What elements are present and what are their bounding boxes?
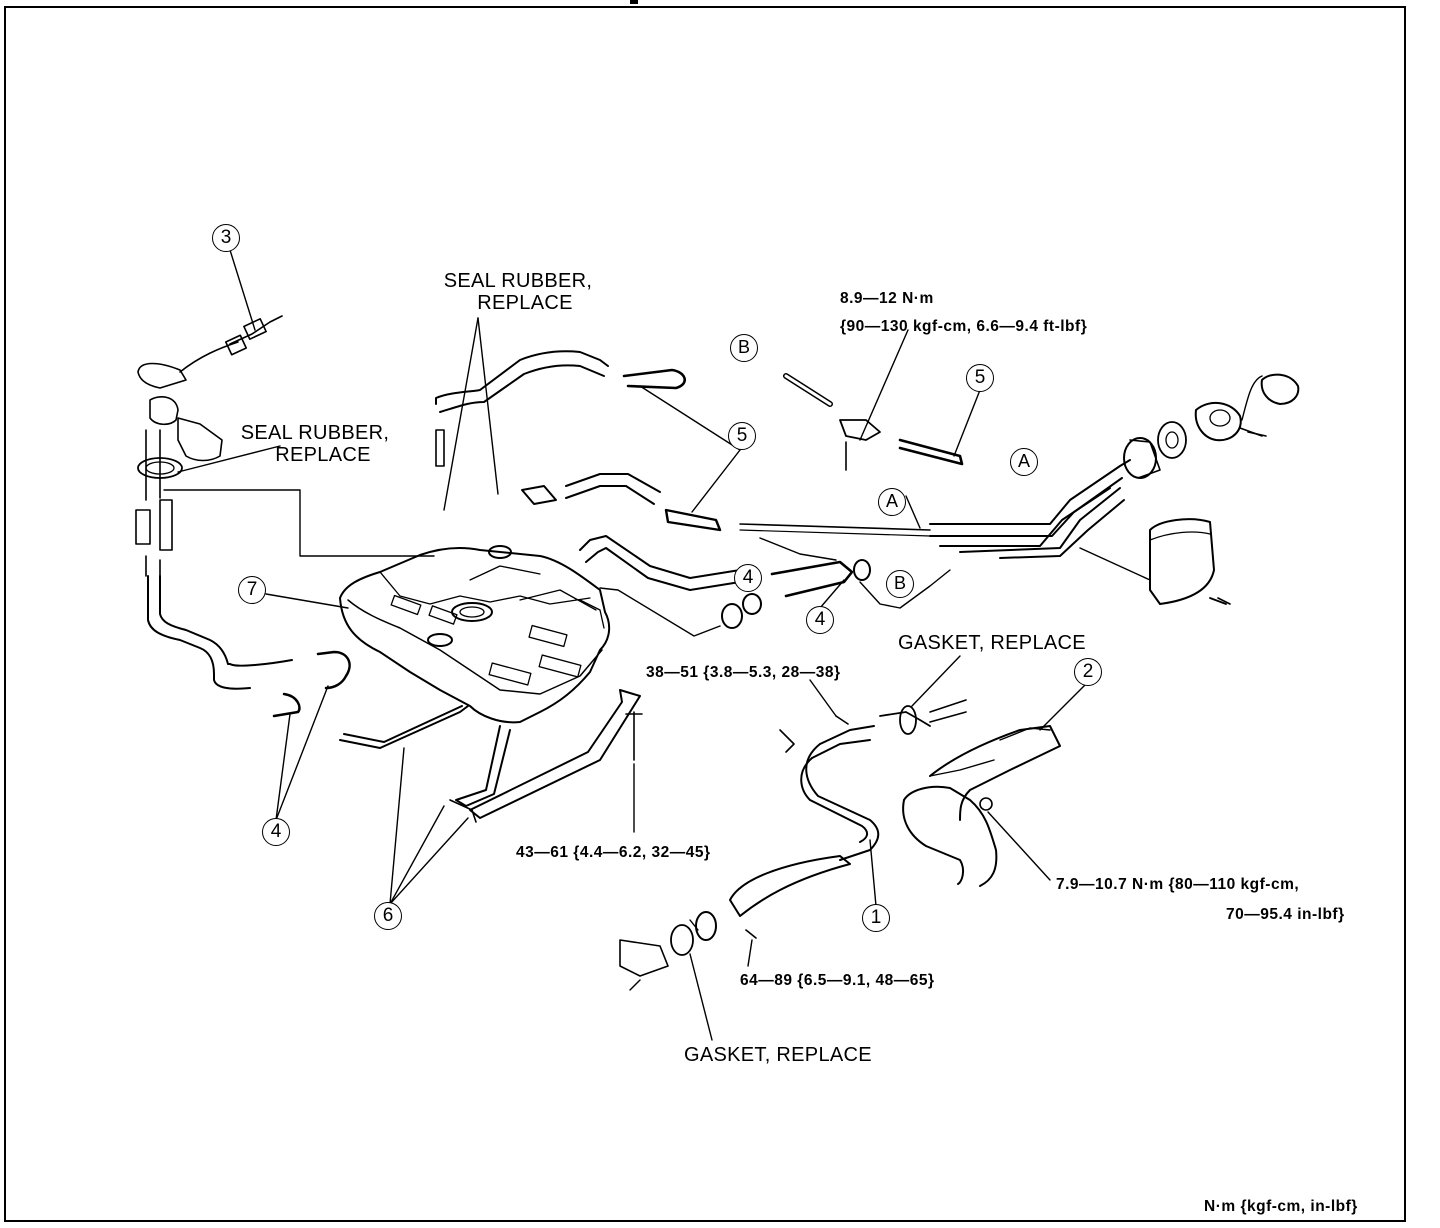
torque-spec-3: 43—61 {4.4—6.2, 32—45} [516, 844, 711, 861]
callout-7: 7 [238, 576, 266, 604]
heat-shield-filler [1149, 518, 1227, 605]
torque-spec-4-line1: 7.9—10.7 N·m {80—110 kgf-cm, [1056, 876, 1300, 893]
connector-b-lower: B [886, 570, 914, 598]
heat-shield-exhaust [902, 725, 1061, 887]
gasket-label-upper: GASKET, REPLACE [898, 632, 1086, 654]
callout-3: 3 [212, 224, 240, 252]
callout-4-left: 4 [262, 818, 290, 846]
gasket-label-lower: GASKET, REPLACE [684, 1044, 872, 1066]
torque-spec-5: 64—89 {6.5—9.1, 48—65} [740, 972, 935, 989]
seal-rubber-label-left: SEAL RUBBER, REPLACE [230, 422, 400, 466]
callout-4-hose: 4 [806, 606, 834, 634]
callout-4-tank: 4 [734, 564, 762, 592]
fuel-pump-unit [137, 315, 283, 479]
seal-rubber-label-left-line2: REPLACE [275, 444, 371, 466]
bolts [625, 431, 1267, 939]
connector-a-left: A [878, 488, 906, 516]
callout-5-right: 5 [966, 364, 994, 392]
diagram-frame [4, 6, 1406, 1222]
filler-pipes [929, 373, 1300, 559]
torque-spec-1-line2: {90—130 kgf-cm, 6.6—9.4 ft-lbf} [840, 318, 1088, 335]
left-fuel-lines [135, 429, 351, 718]
callout-1: 1 [862, 904, 890, 932]
exhaust-pipe [619, 699, 967, 991]
callout-5-middle: 5 [728, 422, 756, 450]
vent-line-middle [521, 473, 931, 537]
callout-6: 6 [374, 902, 402, 930]
units-note: N·m {kgf-cm, in-lbf} [1204, 1198, 1358, 1215]
seal-rubber-label-top-line1: SEAL RUBBER, [443, 270, 593, 292]
seal-rubber-label-top: SEAL RUBBER, REPLACE [428, 270, 608, 314]
check-valve [783, 373, 964, 471]
vent-line-upper [435, 350, 686, 467]
leader-lines [163, 249, 1151, 1041]
connector-a-right: A [1010, 448, 1038, 476]
top-mark [630, 0, 638, 4]
torque-spec-4-line2: 70—95.4 in-lbf} [1226, 906, 1345, 923]
tank-straps [339, 689, 641, 823]
callout-2: 2 [1074, 658, 1102, 686]
seal-rubber-label-top-line2: REPLACE [477, 292, 573, 314]
fuel-tank [339, 545, 611, 724]
torque-spec-2: 38—51 {3.8—5.3, 28—38} [646, 664, 841, 681]
torque-spec-1-line1: 8.9—12 N·m [840, 290, 934, 307]
seal-rubber-label-left-line1: SEAL RUBBER, [240, 422, 390, 444]
connector-b-upper: B [730, 334, 758, 362]
filler-line [579, 535, 871, 629]
